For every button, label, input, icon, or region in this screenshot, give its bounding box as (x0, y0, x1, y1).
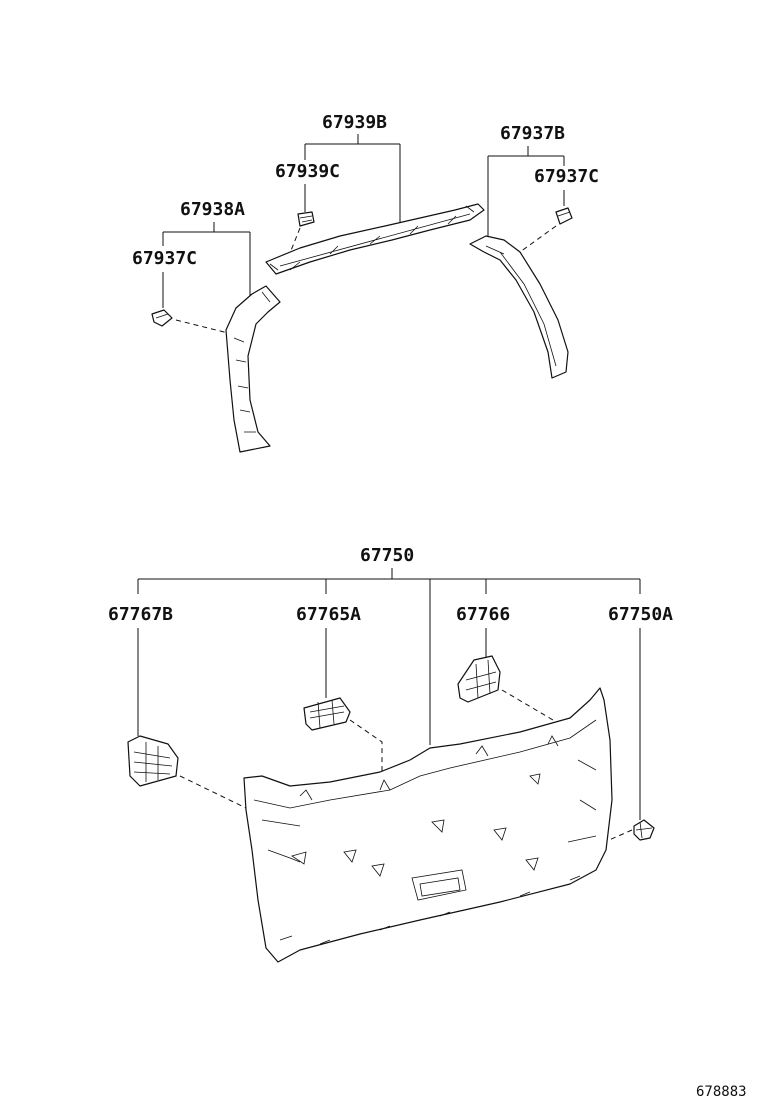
leader-67937B (487, 146, 565, 238)
label-67937C-right: 67937C (534, 166, 599, 187)
part-67765A (303, 697, 351, 731)
part-67766 (457, 655, 501, 703)
leader-67938A (162, 222, 251, 296)
part-67767B (127, 735, 179, 787)
clip-67937C-right (555, 207, 573, 225)
dash-67937C-left (175, 319, 233, 335)
dash-67767B (179, 775, 247, 809)
part-67937B (469, 235, 569, 379)
label-67750A: 67750A (608, 604, 673, 625)
leader-67750 (137, 568, 641, 745)
part-67750A (633, 819, 655, 841)
drawing-id: 678883 (696, 1084, 747, 1100)
leader-67939B (304, 134, 401, 222)
part-67750 (243, 687, 613, 963)
label-67765A: 67765A (296, 604, 361, 625)
label-67767B: 67767B (108, 604, 173, 625)
label-67766: 67766 (456, 604, 510, 625)
part-67938A (225, 285, 281, 453)
clip-67937C-left (151, 309, 173, 327)
label-67937C-left: 67937C (132, 248, 197, 269)
label-67938A: 67938A (180, 199, 245, 220)
label-67939C: 67939C (275, 161, 340, 182)
label-67937B: 67937B (500, 123, 565, 144)
part-67939B (265, 203, 485, 275)
label-67750: 67750 (360, 545, 414, 566)
dash-67937C-right (519, 225, 557, 253)
clip-67939C (297, 211, 315, 227)
label-67939B: 67939B (322, 112, 387, 133)
